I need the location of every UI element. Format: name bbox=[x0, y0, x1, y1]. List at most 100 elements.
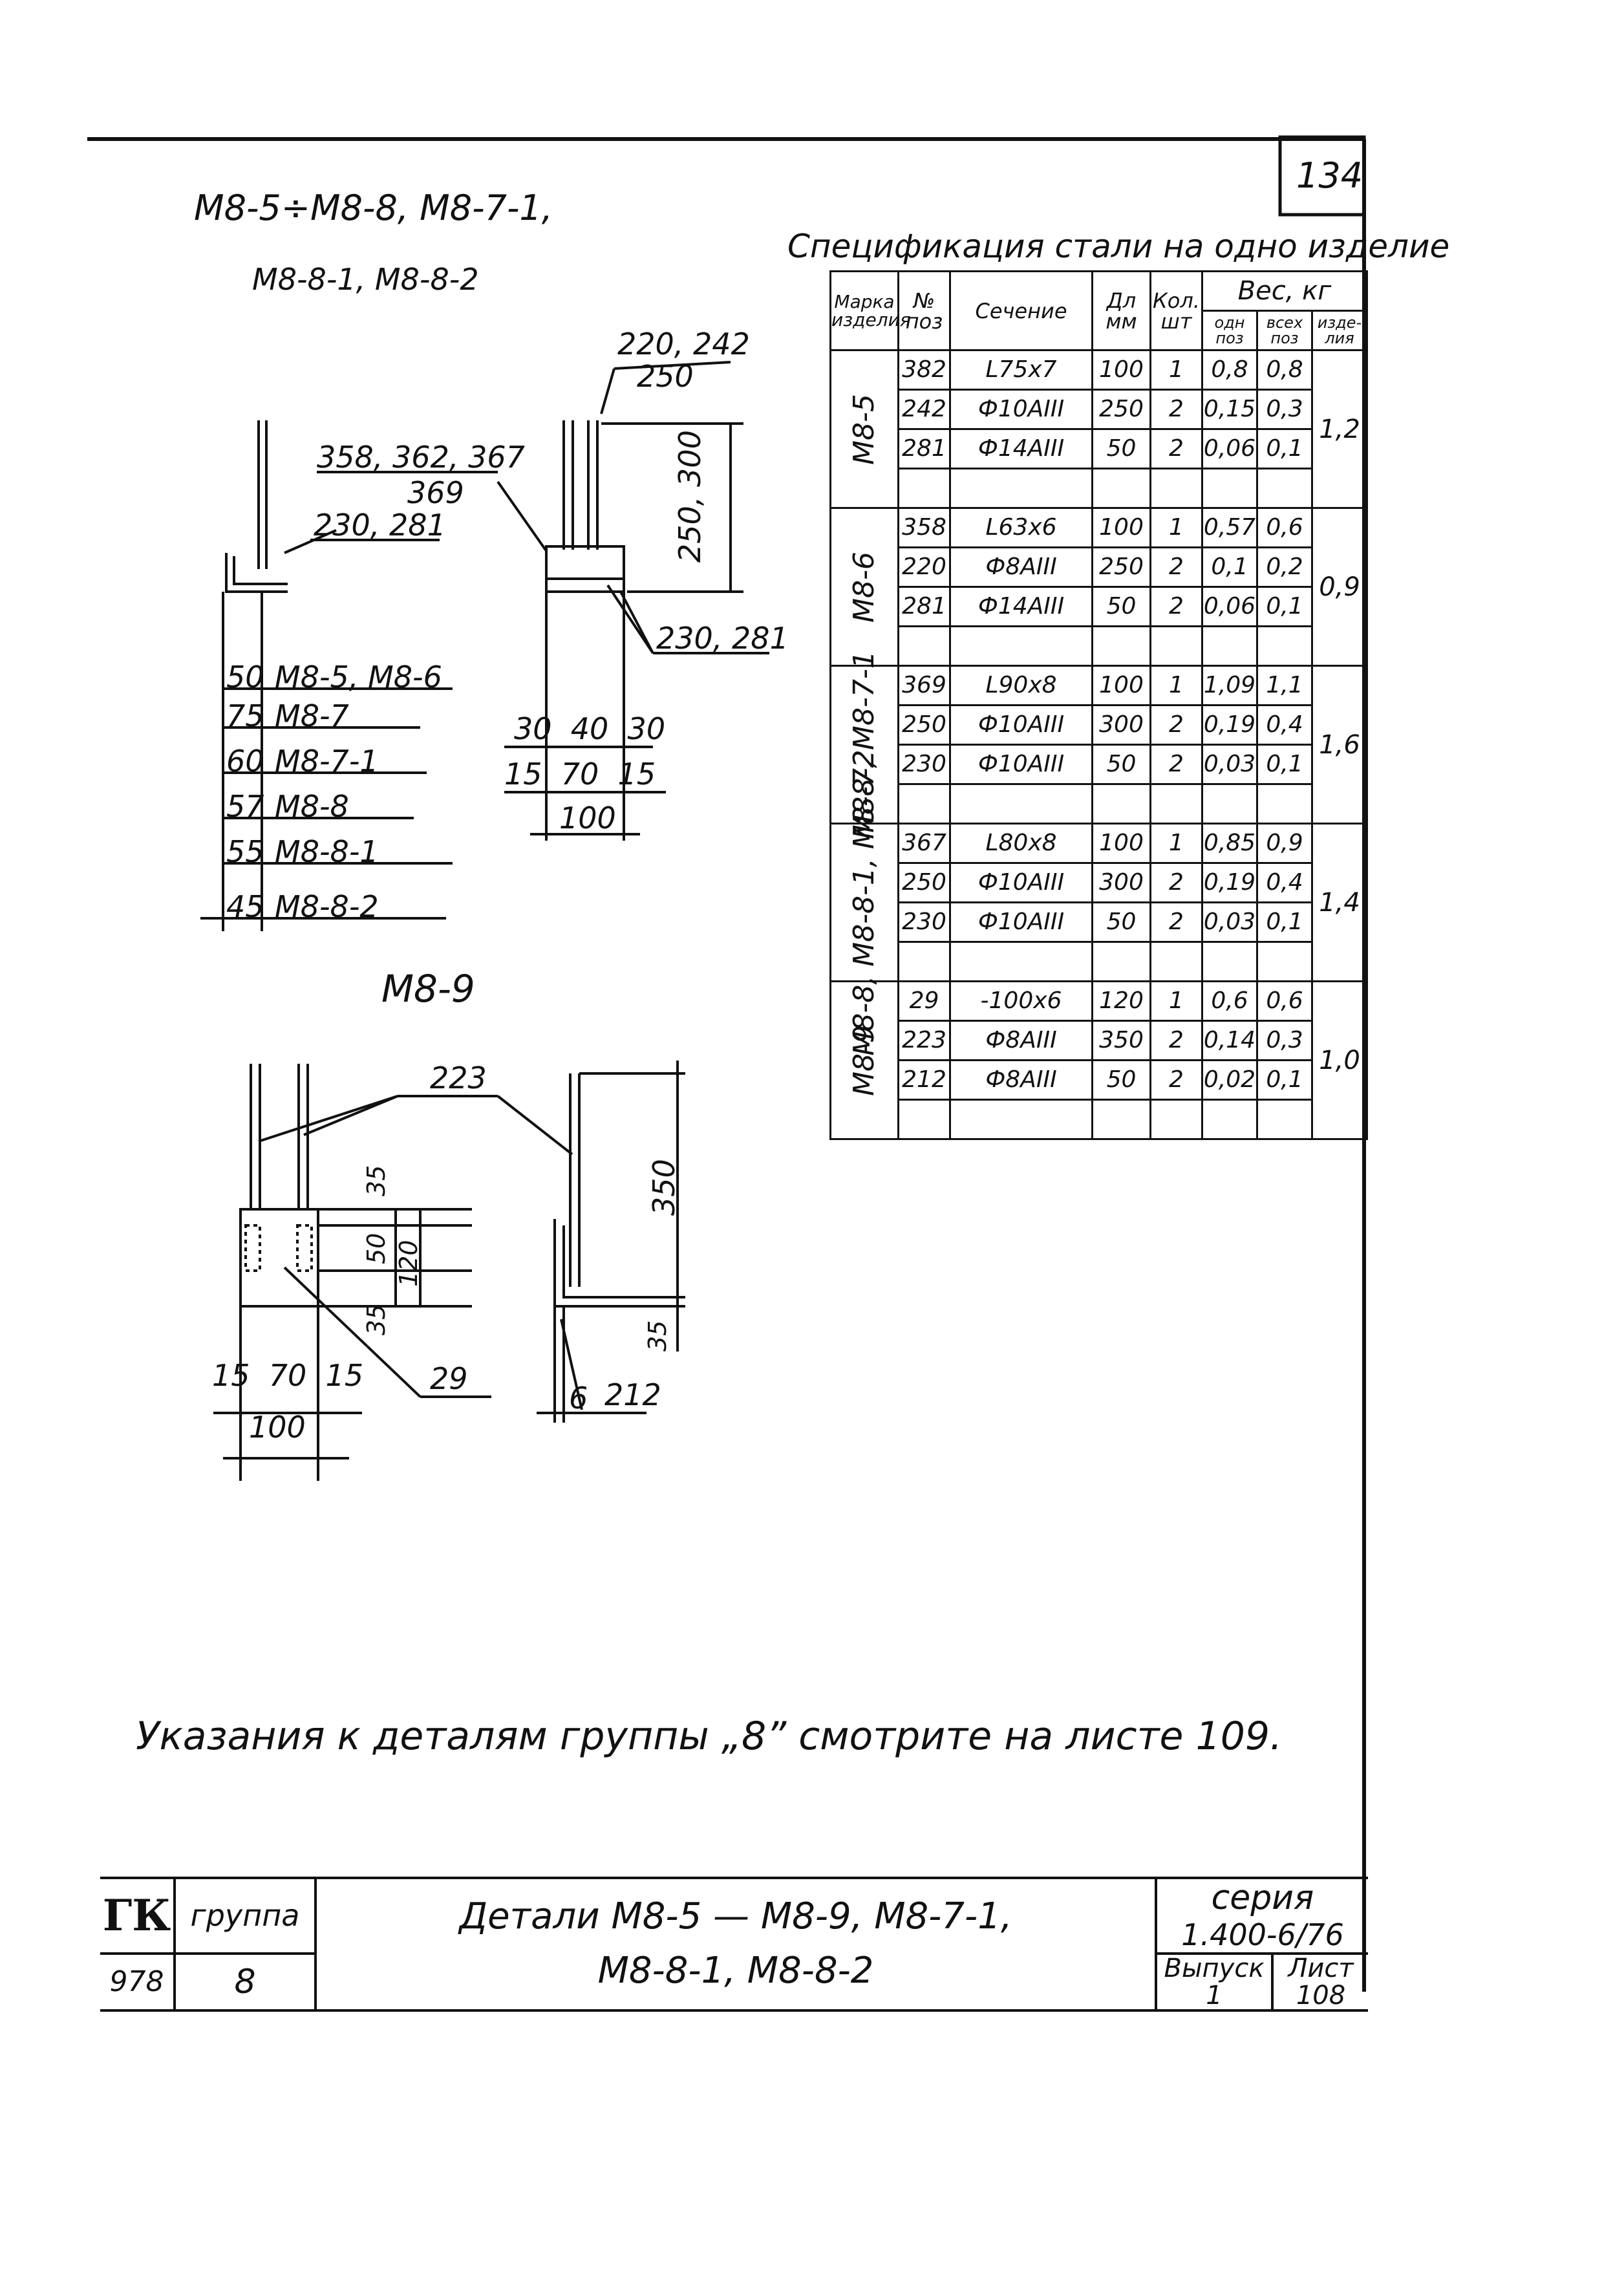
spec-title: Спецификация стали на одно изделие bbox=[787, 228, 1450, 265]
dim-left-label: М8-7 bbox=[275, 698, 349, 733]
spec-item-weight: 0,9 bbox=[1311, 507, 1368, 667]
dim-left-value: 50 bbox=[226, 660, 264, 695]
dim-left-value: 55 bbox=[226, 834, 264, 869]
spec-cell-all: 0,3 bbox=[1256, 389, 1313, 430]
spec-header-qty: Кол. шт bbox=[1149, 270, 1203, 351]
spec-cell-one bbox=[1201, 783, 1258, 824]
spec-cell-section: Ф8АIII bbox=[949, 1020, 1093, 1061]
callout-220-242: 220, 242 bbox=[617, 327, 750, 361]
spec-cell-one: 0,03 bbox=[1201, 901, 1258, 943]
dim-top-row: 30 40 30 bbox=[514, 711, 666, 746]
spec-header-length: Дл мм bbox=[1091, 270, 1151, 351]
spec-mark-cell: М8-6 bbox=[829, 507, 899, 667]
spec-cell-length: 300 bbox=[1091, 862, 1151, 903]
spec-cell-length bbox=[1091, 625, 1151, 667]
series-value: 1.400-6/76 bbox=[1181, 1917, 1344, 1952]
spec-cell-pos: 369 bbox=[897, 665, 951, 706]
dim-mid-row: 15 70 15 bbox=[504, 757, 656, 792]
dim-left-label: М8-8-2 bbox=[275, 889, 379, 924]
spec-cell-section: Ф8АIII bbox=[949, 1059, 1093, 1101]
spec-cell-all bbox=[1256, 941, 1313, 982]
spec-cell-qty: 2 bbox=[1149, 546, 1203, 588]
spec-cell-pos bbox=[897, 941, 951, 982]
dim-50: 50 bbox=[362, 1233, 390, 1264]
spec-cell-one: 0,06 bbox=[1201, 428, 1258, 469]
spec-cell-pos: 358 bbox=[897, 507, 951, 548]
spec-item-weight: 1,2 bbox=[1311, 349, 1368, 509]
spec-cell-qty: 2 bbox=[1149, 704, 1203, 746]
callout-212: 212 bbox=[604, 1377, 661, 1412]
title-line2: М8-8-1, М8-8-2 bbox=[597, 1950, 874, 1992]
spec-cell-pos: 281 bbox=[897, 586, 951, 627]
spec-cell-section: Ф10АIII bbox=[949, 862, 1093, 903]
spec-item-weight: 1,0 bbox=[1311, 980, 1368, 1140]
spec-cell-section: Ф10АIII bbox=[949, 704, 1093, 746]
spec-cell-qty: 2 bbox=[1149, 901, 1203, 943]
dim-width: 100 bbox=[559, 801, 616, 835]
issue-cell: Выпуск 1 bbox=[1155, 1952, 1274, 2012]
spec-header-w-one: одн поз bbox=[1201, 310, 1258, 351]
spec-mark-cell: М8-8, М8-8-1, М8-8-2 bbox=[829, 749, 899, 1055]
spec-cell-pos: 242 bbox=[897, 389, 951, 430]
spec-cell-qty: 2 bbox=[1149, 389, 1203, 430]
spec-cell-section bbox=[949, 1099, 1093, 1140]
dim-left-value: 60 bbox=[226, 744, 264, 779]
spec-cell-all: 1,1 bbox=[1256, 665, 1313, 706]
spec-cell-one bbox=[1201, 625, 1258, 667]
spec-mark-cell: М8-5 bbox=[829, 349, 899, 509]
spec-cell-pos bbox=[897, 625, 951, 667]
spec-cell-pos: 250 bbox=[897, 862, 951, 903]
spec-cell-all: 0,3 bbox=[1256, 1020, 1313, 1061]
header-title-line2: М8-8-1, М8-8-2 bbox=[252, 262, 479, 297]
series-cell: серия 1.400-6/76 bbox=[1155, 1877, 1368, 1955]
spec-cell-one: 0,06 bbox=[1201, 586, 1258, 627]
spec-cell-one bbox=[1201, 468, 1258, 509]
series-label: серия bbox=[1211, 1879, 1314, 1917]
dim-left-label: М8-8-1 bbox=[275, 834, 379, 869]
sheet-value: 108 bbox=[1296, 1980, 1346, 2010]
spec-cell-all: 0,1 bbox=[1256, 586, 1313, 627]
spec-header-pos: № поз bbox=[897, 270, 951, 351]
dim-35-bot: 35 bbox=[362, 1304, 390, 1335]
spec-cell-qty: 2 bbox=[1149, 862, 1203, 903]
spec-cell-one: 0,15 bbox=[1201, 389, 1258, 430]
dim-left-label: М8-8 bbox=[275, 789, 349, 824]
spec-row bbox=[831, 1099, 1367, 1140]
spec-cell-length: 50 bbox=[1091, 744, 1151, 785]
title-line1: Детали М8-5 — М8-9, М8-7-1, bbox=[459, 1895, 1012, 1938]
spec-row bbox=[831, 468, 1367, 509]
spec-header-weight: Вес, кг bbox=[1201, 270, 1368, 312]
spec-cell-pos: 281 bbox=[897, 428, 951, 469]
issue-label: Выпуск bbox=[1164, 1953, 1265, 1983]
spec-row bbox=[831, 783, 1367, 824]
spec-cell-qty bbox=[1149, 1099, 1203, 1140]
spec-cell-length: 50 bbox=[1091, 428, 1151, 469]
spec-cell-qty bbox=[1149, 625, 1203, 667]
spec-cell-section bbox=[949, 783, 1093, 824]
spec-cell-all: 0,4 bbox=[1256, 704, 1313, 746]
spec-table: Марка изделия № поз Сечение Дл мм Кол. ш… bbox=[829, 270, 1368, 1140]
spec-cell-section: Ф8АIII bbox=[949, 546, 1093, 588]
spec-cell-one: 1,09 bbox=[1201, 665, 1258, 706]
spec-cell-qty: 2 bbox=[1149, 1059, 1203, 1101]
spec-cell-section: Ф10АIII bbox=[949, 901, 1093, 943]
spec-cell-one: 0,57 bbox=[1201, 507, 1258, 548]
spec-cell-all bbox=[1256, 468, 1313, 509]
spec-cell-pos: 212 bbox=[897, 1059, 951, 1101]
spec-cell-pos: 230 bbox=[897, 901, 951, 943]
spec-cell-pos: 367 bbox=[897, 823, 951, 864]
group-label: группа bbox=[173, 1877, 317, 1955]
spec-cell-pos bbox=[897, 1099, 951, 1140]
spec-cell-length: 300 bbox=[1091, 704, 1151, 746]
spec-cell-qty: 1 bbox=[1149, 665, 1203, 706]
dim-left-value: 45 bbox=[226, 889, 264, 924]
spec-cell-length: 100 bbox=[1091, 507, 1151, 548]
